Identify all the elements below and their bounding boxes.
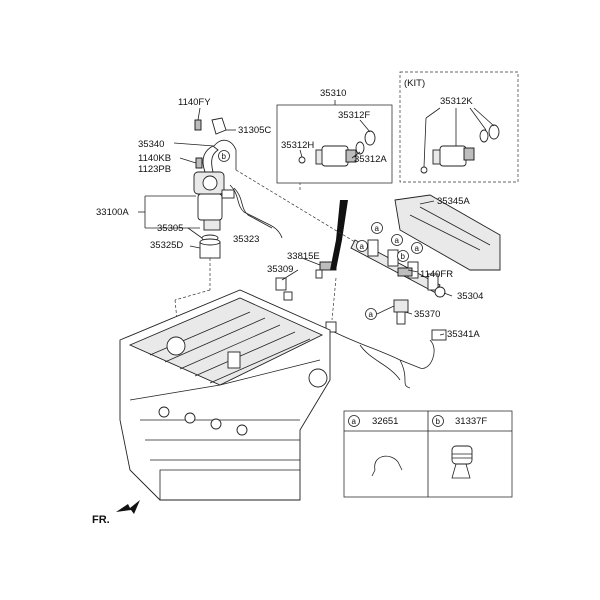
- label-1140KB: 1140KB: [138, 153, 171, 164]
- svg-text:a: a: [415, 244, 420, 253]
- svg-text:a: a: [360, 242, 365, 251]
- wiring-harness-35341A: [329, 329, 435, 389]
- label-33100A: 33100A: [96, 207, 129, 218]
- rail-leaders: [281, 200, 453, 336]
- harness-connector: [325, 321, 337, 333]
- label-35304: 35304: [457, 291, 483, 302]
- callout-a-4: a: [411, 242, 423, 254]
- svg-text:b: b: [222, 152, 227, 161]
- label-1123PB: 1123PB: [138, 164, 171, 175]
- label-35305: 35305: [157, 223, 183, 234]
- label-35312H: 35312H: [281, 140, 314, 151]
- engine-block: [119, 289, 331, 501]
- high-pressure-pump: [193, 145, 235, 231]
- pump-leaders: [138, 107, 236, 249]
- label-35309: 35309: [267, 264, 293, 275]
- clamp-31337F: [451, 445, 473, 479]
- callout-b-pump: b: [218, 150, 230, 162]
- pipe-35340: [213, 139, 237, 170]
- injector-leaders: [299, 100, 495, 168]
- label-35312K: 35312K: [440, 96, 473, 107]
- label-31337F: 31337F: [455, 416, 487, 427]
- clip-32651: [371, 455, 403, 477]
- svg-text:a: a: [369, 310, 374, 319]
- fuel-line: [330, 200, 348, 270]
- svg-text:b: b: [436, 417, 441, 426]
- projection-lines: [174, 169, 356, 331]
- callout-a-legend: a: [348, 415, 360, 427]
- label-front: FR.: [92, 514, 110, 526]
- tappet-35325D: [199, 238, 221, 259]
- label-1140FY: 1140FY: [178, 97, 211, 108]
- clamp-35309: [275, 277, 287, 291]
- kit-box: [399, 71, 519, 183]
- rail-cover-35345A: [394, 194, 501, 271]
- label-35312A: 35312A: [354, 154, 387, 165]
- injector-35312K: [420, 124, 500, 174]
- label-35345A: 35345A: [437, 196, 470, 207]
- svg-text:b: b: [401, 252, 406, 261]
- label-35370: 35370: [414, 309, 440, 320]
- label-1140FR: 1140FR: [420, 269, 453, 280]
- fuel-rail: [350, 239, 446, 298]
- svg-text:a: a: [395, 236, 400, 245]
- callout-a-5: a: [365, 308, 377, 320]
- callout-a-1: a: [371, 222, 383, 234]
- legend-table: [343, 410, 513, 498]
- harness-clip: [431, 329, 447, 341]
- front-arrow-icon: [116, 500, 140, 514]
- bracket-31305C: [211, 117, 227, 135]
- bolt-1140KB: [195, 157, 203, 169]
- callout-a-3: a: [391, 234, 403, 246]
- label-35340: 35340: [138, 139, 164, 150]
- label-31305C: 31305C: [238, 125, 271, 136]
- label-35325D: 35325D: [150, 240, 183, 251]
- label-35323: 35323: [233, 234, 259, 245]
- bolt-1140FY: [194, 119, 202, 131]
- svg-text:a: a: [352, 417, 357, 426]
- pipe-35323: [229, 184, 283, 239]
- callout-b-rail: b: [397, 250, 409, 262]
- label-32651: 32651: [372, 416, 398, 427]
- label-35312F: 35312F: [338, 110, 370, 121]
- injector-group-box: [276, 104, 393, 184]
- label-35310: 35310: [320, 88, 346, 99]
- callout-b-legend: b: [432, 415, 444, 427]
- label-kit: (KIT): [404, 78, 425, 89]
- pressure-sensor-35370: [393, 299, 409, 325]
- label-33815E: 33815E: [287, 251, 320, 262]
- label-35341A: 35341A: [447, 329, 480, 340]
- svg-text:a: a: [375, 224, 380, 233]
- callout-a-2: a: [356, 240, 368, 252]
